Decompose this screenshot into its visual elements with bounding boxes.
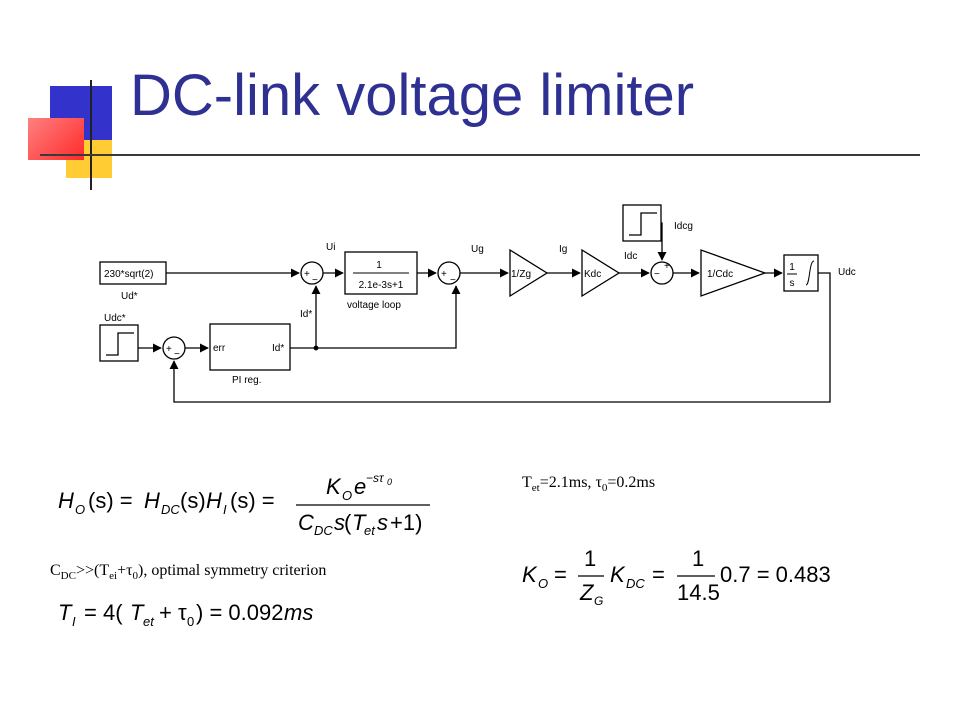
source-value-label: 230*sqrt(2) — [104, 269, 153, 280]
title-underline — [40, 154, 920, 156]
sum3-minus: − — [654, 269, 660, 280]
integrator-num: 1 — [789, 262, 795, 273]
svg-text:DC: DC — [314, 523, 333, 538]
svg-text:−sτ: −sτ — [366, 471, 385, 485]
label-idc: Idc — [624, 251, 637, 262]
svg-text:T: T — [352, 510, 367, 535]
svg-text:DC: DC — [161, 502, 180, 517]
gain-cdc-label: 1/Cdc — [707, 269, 733, 280]
svg-text:T: T — [58, 600, 73, 625]
svg-text:et: et — [364, 523, 376, 538]
svg-text:K: K — [326, 474, 342, 499]
sum1-minus: − — [312, 275, 318, 286]
svg-text:e: e — [354, 474, 366, 499]
integrator-den: s — [790, 278, 795, 289]
svg-text:0: 0 — [187, 614, 194, 629]
svg-text:(s): (s) — [180, 488, 206, 513]
step-block-udc — [99, 324, 139, 362]
svg-text:0: 0 — [387, 477, 392, 487]
block-diagram: 230*sqrt(2) Ud* Udc* Ui Id* Ug Ig Idc Id… — [99, 204, 856, 403]
svg-text:Z: Z — [579, 580, 595, 605]
deco-vertical-line — [90, 80, 92, 190]
svg-text:I: I — [223, 502, 227, 517]
gain-kdc-label: Kdc — [584, 269, 601, 280]
label-pi-reg: PI reg. — [232, 375, 261, 386]
svg-text:s: s — [334, 510, 345, 535]
label-id-star: Id* — [300, 309, 312, 320]
label-udc: Udc — [838, 267, 856, 278]
label-ig: Ig — [559, 244, 567, 255]
parameters-text: Tet=2.1ms, τ0=0.2ms — [522, 474, 656, 495]
svg-text:=: = — [652, 562, 665, 587]
sum2-minus: − — [450, 275, 456, 286]
svg-text:1: 1 — [692, 546, 704, 571]
svg-text:G: G — [594, 594, 603, 608]
svg-text:et: et — [143, 614, 155, 629]
tf-denominator: 2.1e-3s+1 — [359, 280, 404, 291]
label-err: err — [213, 343, 226, 354]
label-ud-star: Ud* — [121, 291, 138, 302]
gain-block-kdc — [581, 248, 621, 298]
pi-regulator-block — [209, 323, 291, 371]
svg-text:) = 0.092: ) = 0.092 — [196, 600, 283, 625]
svg-text:+1): +1) — [390, 510, 422, 535]
svg-text:0.7 = 0.483: 0.7 = 0.483 — [720, 562, 831, 587]
sum4-minus: − — [174, 349, 180, 360]
svg-text:= 4(: = 4( — [84, 600, 123, 625]
gain-block-zg — [509, 248, 549, 298]
svg-text:T: T — [130, 600, 145, 625]
svg-text:I: I — [72, 614, 76, 629]
tf-numerator: 1 — [376, 260, 382, 271]
deco-red-square — [28, 118, 84, 160]
svg-text:DC: DC — [626, 576, 645, 591]
gain-zg-label: 1/Zg — [511, 269, 531, 280]
step-block-idcg — [622, 204, 662, 242]
svg-text:K: K — [522, 562, 538, 587]
svg-text:H: H — [58, 488, 74, 513]
label-idcg: Idcg — [674, 221, 693, 232]
svg-text:H: H — [144, 488, 160, 513]
sum2-plus: + — [441, 269, 447, 280]
svg-text:C: C — [298, 510, 314, 535]
svg-text:s: s — [377, 510, 388, 535]
svg-text:ms: ms — [284, 600, 313, 625]
sum1-plus: + — [304, 269, 310, 280]
svg-text:1: 1 — [584, 546, 596, 571]
svg-text:O: O — [342, 488, 352, 503]
svg-text:K: K — [610, 562, 626, 587]
sum3-plus: + — [664, 261, 670, 272]
svg-text:O: O — [75, 502, 85, 517]
svg-text:O: O — [538, 576, 548, 591]
label-ui: Ui — [326, 242, 335, 253]
svg-text:14.5: 14.5 — [677, 580, 720, 605]
svg-text:H: H — [206, 488, 222, 513]
label-id-out: Id* — [272, 343, 284, 354]
label-udc-star: Udc* — [104, 313, 126, 324]
svg-text:+ τ: + τ — [159, 600, 187, 625]
svg-text:=: = — [554, 562, 567, 587]
svg-text:(s) =: (s) = — [230, 488, 275, 513]
slide-title: DC-link voltage limiter — [130, 63, 695, 128]
gain-block-cdc — [700, 249, 767, 297]
criterion-text: CDC>>(Tei+τ0), optimal symmetry criterio… — [50, 562, 327, 583]
sum4-plus: + — [166, 344, 172, 355]
label-voltage-loop: voltage loop — [347, 300, 401, 311]
junction-dot — [313, 345, 319, 351]
svg-text:(s) =: (s) = — [88, 488, 133, 513]
label-ug: Ug — [471, 244, 484, 255]
svg-text:(: ( — [344, 510, 352, 535]
